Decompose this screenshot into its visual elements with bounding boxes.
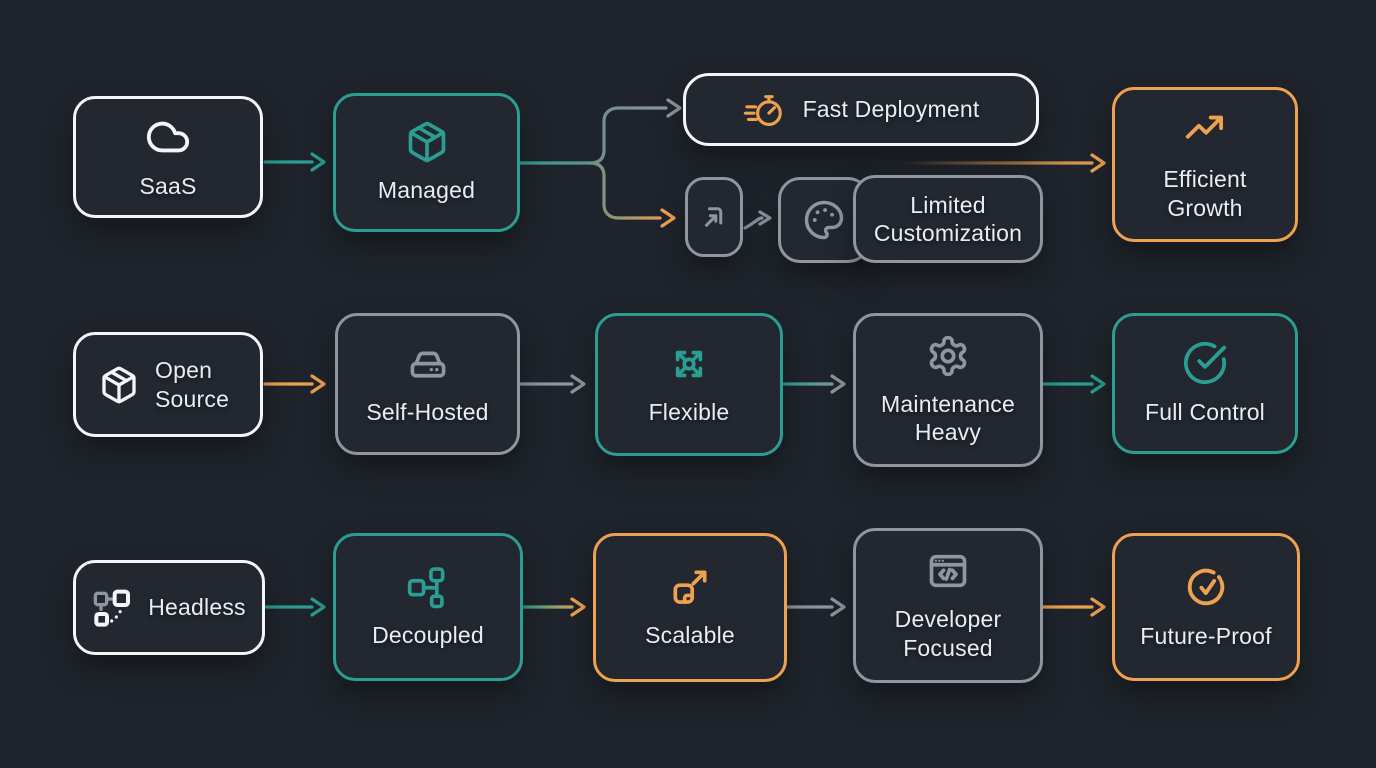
node-maintenance-heavy: Maintenance Heavy <box>853 313 1043 467</box>
check-circle-icon <box>1182 340 1228 386</box>
palette-icon <box>803 199 845 241</box>
edge-fastdeployment-efficientgrowth <box>898 153 1106 173</box>
stopwatch-icon <box>743 91 787 129</box>
node-redirect <box>685 177 743 257</box>
node-label: Limited Customization <box>873 191 1023 246</box>
node-managed: Managed <box>333 93 520 232</box>
node-self-hosted: Self-Hosted <box>335 313 520 455</box>
node-saas: SaaS <box>73 96 263 218</box>
edge-flexible-maintenance <box>782 374 846 394</box>
node-label: Full Control <box>1145 399 1265 426</box>
node-decoupled: Decoupled <box>333 533 523 681</box>
cloud-icon <box>145 114 191 160</box>
node-label: Decoupled <box>372 621 484 648</box>
edge-decoupled-scalable <box>522 597 586 617</box>
package-icon <box>405 120 449 164</box>
trending-up-icon <box>1182 107 1228 153</box>
redirect-arrow-icon <box>696 199 732 235</box>
node-label: Fast Deployment <box>802 96 980 123</box>
edge-developer-futureproof <box>1042 597 1106 617</box>
node-efficient-growth: Efficient Growth <box>1112 87 1298 242</box>
node-label: Scalable <box>645 622 735 649</box>
node-label: Efficient Growth <box>1163 166 1247 221</box>
dashed-check-circle-icon <box>1183 564 1229 610</box>
node-label: Developer Focused <box>894 606 1002 661</box>
node-label: Flexible <box>648 399 730 426</box>
edge-scalable-developer <box>786 597 846 617</box>
node-label: Maintenance Heavy <box>881 390 1015 445</box>
disconnected-nodes-icon <box>92 588 132 628</box>
node-label: Future-Proof <box>1140 622 1272 649</box>
edge-headless-decoupled <box>264 597 326 617</box>
node-open-source: Open Source <box>73 332 263 437</box>
expand-arrows-icon <box>667 342 711 386</box>
split-nodes-icon <box>406 565 450 609</box>
node-flexible: Flexible <box>595 313 783 456</box>
scale-up-icon <box>668 565 712 609</box>
edge-redirect-limited <box>743 210 772 230</box>
edge-saas-managed <box>263 152 326 172</box>
node-future-proof: Future-Proof <box>1112 533 1300 681</box>
hard-drive-icon <box>406 342 450 386</box>
node-limited-customization: Limited Customization <box>853 175 1043 263</box>
node-developer-focused: Developer Focused <box>853 528 1043 683</box>
node-label: SaaS <box>139 172 197 199</box>
package-icon <box>99 365 139 405</box>
node-label: Open Source <box>155 357 230 412</box>
node-full-control: Full Control <box>1112 313 1298 454</box>
node-label: Managed <box>377 177 476 204</box>
node-scalable: Scalable <box>593 533 787 682</box>
node-headless: Headless <box>73 560 265 655</box>
node-label: Self-Hosted <box>366 398 489 425</box>
node-label: Headless <box>148 594 246 621</box>
node-fast-deployment: Fast Deployment <box>683 73 1039 146</box>
edge-opensource-selfhosted <box>263 374 326 394</box>
gear-icon <box>926 334 970 378</box>
edge-maintenance-fullcontrol <box>1042 374 1106 394</box>
edge-selfhosted-flexible <box>519 374 586 394</box>
code-window-icon <box>926 549 970 593</box>
edge-managed-branch <box>518 98 682 228</box>
